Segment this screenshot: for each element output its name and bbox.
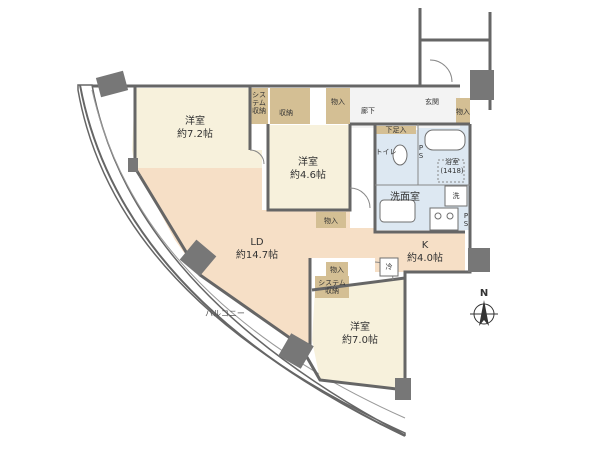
shoe-closet-block: [376, 126, 416, 134]
western-room-1-size: 約7.2帖: [177, 127, 213, 140]
fridge-space: [379, 257, 399, 277]
balcony-outline: [77, 84, 406, 437]
fridge-label: 冷: [386, 262, 393, 271]
toilet-name: トイレ: [376, 148, 397, 156]
closet-top-label: 物入: [331, 97, 345, 106]
pillar-bottom-right: [395, 378, 411, 400]
stove-icon: [429, 207, 459, 231]
washroom-name: 洗面室: [390, 190, 420, 203]
shoe-closet-label: 下足入: [386, 126, 407, 134]
western-room-2-name: 洋室: [298, 155, 318, 168]
pillar-bottom-left: [278, 333, 314, 369]
closet-top-block: [326, 88, 350, 124]
closet-entrance-label: 物入: [456, 107, 470, 116]
kitchen-size: 約4.0帖: [407, 251, 443, 264]
kitchen-name: K: [422, 240, 429, 251]
system-storage-top-block: [250, 88, 268, 124]
washing-machine-space: [444, 185, 468, 207]
western-room-3-name: 洋室: [350, 320, 370, 333]
stove-burner-1: [434, 212, 442, 220]
door-swing-1: [249, 149, 265, 165]
system-storage-bottom-label: システム収納: [318, 279, 346, 295]
bathroom-name: 浴室: [445, 157, 459, 166]
balcony-label: バルコニー: [205, 309, 245, 318]
washbasin-icon: [379, 199, 416, 223]
pillar-top-left: [95, 70, 129, 98]
balcony-outer-edge: [79, 84, 406, 437]
entrance-label: 玄関: [425, 97, 439, 106]
storage-top-block: [270, 88, 310, 124]
pillar-right: [468, 248, 490, 272]
north-label: N: [480, 288, 488, 299]
western-room-3-floor: [312, 278, 405, 390]
system-storage-top-label: システム収納: [252, 91, 266, 115]
bathroom-size: (1418): [440, 167, 464, 175]
bathtub-icon: [424, 129, 466, 151]
living-dining-floor: [135, 168, 375, 345]
balcony-inner-edge: [91, 89, 406, 419]
wash-label: 洗: [453, 191, 460, 200]
hallway-label: 廊下: [361, 106, 375, 115]
closet-mid-block: [316, 212, 346, 228]
pillar-top-right: [470, 70, 494, 100]
closet-mid-label: 物入: [324, 216, 338, 225]
storage-top-label: 収納: [279, 108, 293, 117]
hallway-floor: [350, 88, 460, 128]
north-arrow-icon: N: [470, 288, 498, 326]
living-dining-name: LD: [250, 237, 264, 248]
closet-bottom-block: [326, 262, 348, 276]
pillar-mid-left: [179, 239, 217, 277]
toilet-icon: [392, 144, 408, 166]
pillar-top-center: [128, 158, 138, 172]
western-room-3-size: 約7.0帖: [342, 333, 378, 346]
western-room-2-floor: [268, 125, 350, 210]
living-dining-size: 約14.7帖: [236, 248, 278, 261]
western-room-1-floor: [132, 88, 262, 168]
closet-bottom-label: 物入: [330, 265, 344, 274]
door-swing-2: [349, 187, 371, 209]
western-room-2-size: 約4.6帖: [290, 168, 326, 181]
shower-area: [437, 159, 465, 183]
stove-burner-2: [446, 212, 454, 220]
door-swing-4: [429, 59, 453, 83]
closet-entrance-block: [456, 98, 470, 124]
western-room-1-name: 洋室: [185, 114, 205, 127]
